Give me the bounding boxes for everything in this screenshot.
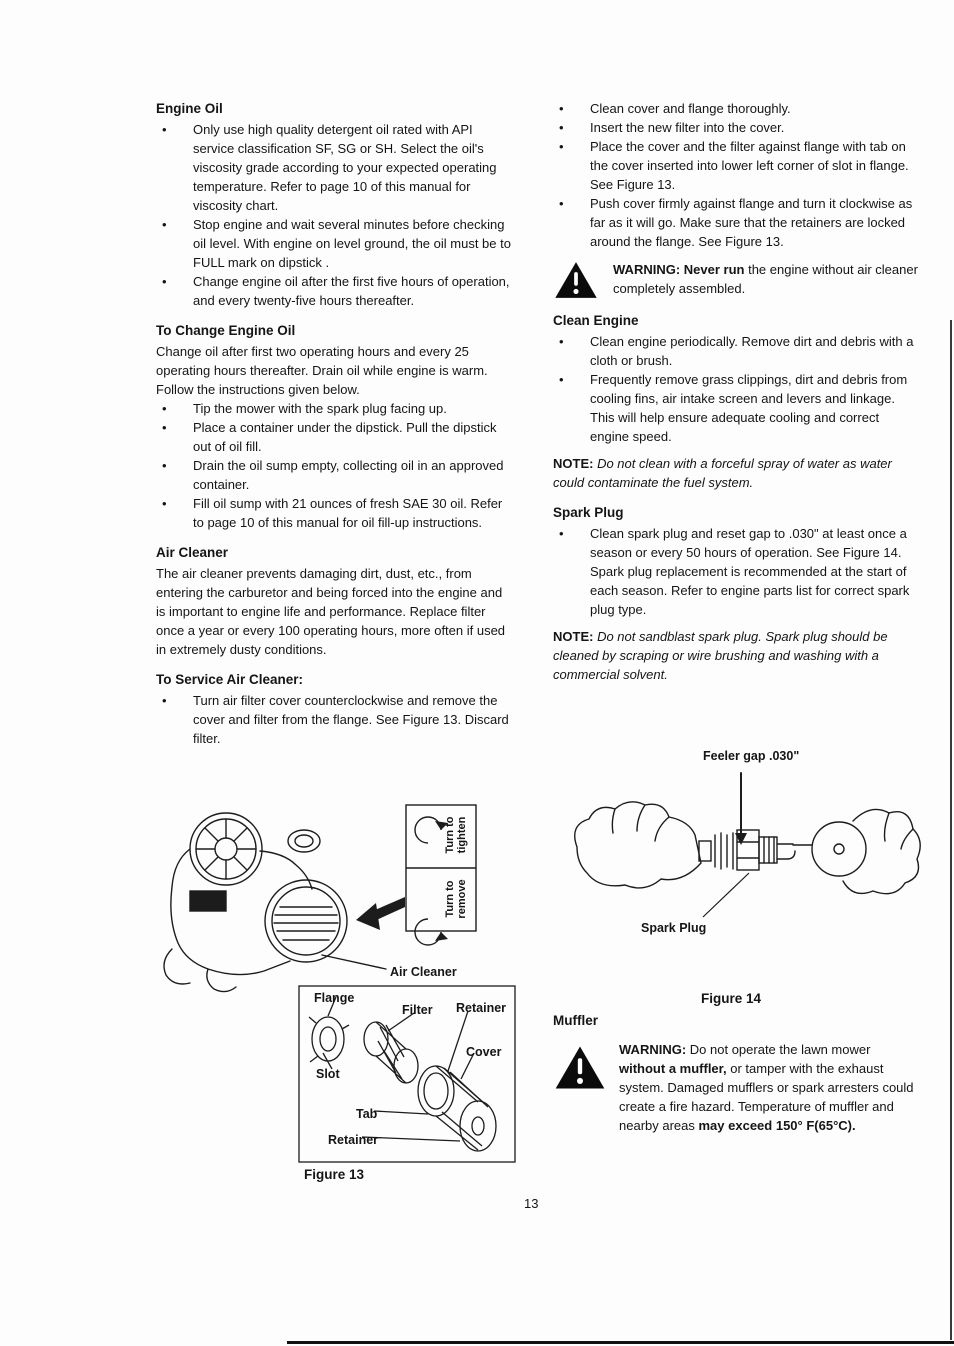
engine-oil-bullet-2: Stop engine and wait several minutes bef… — [156, 215, 514, 272]
note-spark-plug: NOTE: Do not sandblast spark plug. Spark… — [553, 627, 920, 684]
note-clean-engine-text: Do not clean with a forceful spray of wa… — [553, 456, 892, 490]
page-number: 13 — [524, 1196, 539, 1211]
clean-engine-bullet-2: Frequently remove grass clippings, dirt … — [553, 370, 920, 446]
warning-muffler-seg4: or tamper with the exhaust system. Damag… — [619, 1061, 914, 1133]
filter-install-bullet-3: Place the cover and the filter against f… — [553, 137, 920, 194]
change-oil-bullet-3: Drain the oil sump empty, collecting oil… — [156, 456, 514, 494]
change-oil-bullet-2: Place a container under the dipstick. Pu… — [156, 418, 514, 456]
figure13-label-slot: Slot — [316, 1067, 340, 1081]
warning-triangle-icon — [555, 1046, 605, 1089]
note-spark-plug-label: NOTE: — [553, 629, 594, 644]
filter-install-bullet-1: Clean cover and flange thoroughly. — [553, 99, 920, 118]
warning-muffler-seg5: may exceed 150° F(65°C). — [698, 1118, 856, 1133]
figure13-label-turn-to-tighten: Turn to tighten — [444, 816, 468, 854]
muffler-section: Muffler WARNING: Do not operate the lawn… — [553, 1011, 920, 1142]
heading-spark-plug: Spark Plug — [553, 505, 624, 520]
heading-clean-engine: Clean Engine — [553, 313, 639, 328]
engine-oil-bullet-1: Only use high quality detergent oil rate… — [156, 120, 514, 215]
service-air-cleaner-bullet-1: Turn air filter cover counterclockwise a… — [156, 691, 514, 748]
figure13-label-air-cleaner: Air Cleaner — [390, 965, 457, 979]
engine-oil-bullet-3: Change engine oil after the first five h… — [156, 272, 514, 310]
warning-muffler-seg1: WARNING: — [619, 1042, 687, 1057]
warning-air-cleaner-text: WARNING: Never run the engine without ai… — [613, 260, 920, 298]
figure14-label-spark-plug: Spark Plug — [641, 921, 707, 935]
filter-install-bullet-2: Insert the new filter into the cover. — [553, 118, 920, 137]
heading-change-engine-oil: To Change Engine Oil — [156, 323, 296, 338]
left-column: Engine Oil Only use high quality deterge… — [156, 99, 516, 1299]
figure13-label-filter: Filter — [402, 1003, 433, 1017]
change-oil-bullet-4: Fill oil sump with 21 ounces of fresh SA… — [156, 494, 514, 532]
figure13-label-retainer-bottom: Retainer — [328, 1133, 379, 1147]
clean-engine-bullet-1: Clean engine periodically. Remove dirt a… — [553, 332, 920, 370]
heading-air-cleaner: Air Cleaner — [156, 545, 229, 560]
note-spark-plug-text: Do not sandblast spark plug. Spark plug … — [553, 629, 888, 682]
figure13-label-turn-to-remove: Turn to remove — [444, 879, 468, 919]
heading-service-air-cleaner: To Service Air Cleaner: — [156, 672, 304, 687]
warning-muffler-text: WARNING: Do not operate the lawn mower w… — [619, 1040, 920, 1135]
figure13-drawing — [163, 804, 516, 1163]
filter-install-bullet-4: Push cover firmly against flange and tur… — [553, 194, 920, 251]
warning-air-cleaner: WARNING: Never run the engine without ai… — [553, 260, 920, 300]
warning-muffler-seg2: Do not operate the lawn mower — [686, 1042, 871, 1057]
scan-edge-artifact-bottom — [287, 1341, 954, 1344]
figure13-label-tab: Tab — [356, 1107, 378, 1121]
scan-edge-artifact-right — [950, 320, 952, 1340]
figure14-drawing — [574, 772, 921, 918]
figure13-label-flange: Flange — [314, 991, 355, 1005]
air-cleaner-body: The air cleaner prevents damaging dirt, … — [156, 566, 506, 657]
right-column: Clean cover and flange thoroughly. Inser… — [553, 99, 923, 1299]
warning-muffler: WARNING: Do not operate the lawn mower w… — [553, 1040, 920, 1135]
heading-muffler: Muffler — [553, 1013, 598, 1028]
spark-plug-bullet-1: Clean spark plug and reset gap to .030" … — [553, 524, 920, 619]
figure-13: Turn to tighten Turn to remove Air Clean… — [156, 799, 536, 1191]
change-oil-bullet-1: Tip the mower with the spark plug facing… — [156, 399, 514, 418]
warning-muffler-seg3: without a muffler, — [619, 1061, 727, 1076]
figure14-label-feeler-gap: Feeler gap .030" — [703, 749, 800, 763]
figure14-caption: Figure 14 — [701, 991, 762, 1006]
change-oil-intro: Change oil after first two operating hou… — [156, 344, 488, 397]
warning-air-cleaner-text-rest: the engine without air cleaner completel… — [613, 262, 918, 296]
note-clean-engine-label: NOTE: — [553, 456, 594, 471]
warning-air-cleaner-text-bold: WARNING: Never run — [613, 262, 745, 277]
note-clean-engine: NOTE: Do not clean with a forceful spray… — [553, 454, 920, 492]
figure13-label-retainer-top: Retainer — [456, 1001, 507, 1015]
figure-14: Feeler gap .030" Spark Plug Figure 14 — [553, 747, 923, 1019]
figure13-caption: Figure 13 — [304, 1167, 365, 1182]
heading-engine-oil: Engine Oil — [156, 101, 223, 116]
figure13-label-cover: Cover — [466, 1045, 502, 1059]
warning-triangle-icon — [555, 262, 597, 298]
